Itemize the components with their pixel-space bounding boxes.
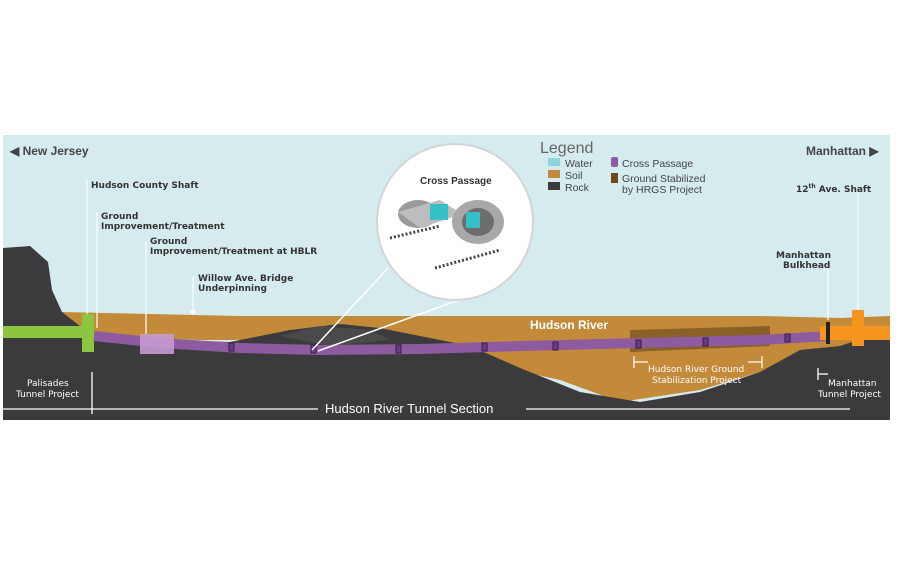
cross-passage-marker xyxy=(481,342,488,352)
willow-label-2: Underpinning xyxy=(198,284,267,294)
ground-improvement-label-2: Improvement/Treatment xyxy=(101,222,225,232)
manhattan-tp-label-2: Tunnel Project xyxy=(817,390,881,400)
hblr-treatment-zone xyxy=(140,334,174,354)
hudson-tunnel-section-label: Hudson River Tunnel Section xyxy=(325,401,493,416)
ave-12-shaft xyxy=(852,310,864,346)
cross-passage-marker xyxy=(395,344,402,354)
hrgs-label-1: Hudson River Ground xyxy=(648,365,744,375)
legend-soil: Soil xyxy=(565,170,583,182)
hudson-county-shaft-label: Hudson County Shaft xyxy=(91,181,199,191)
hblr-label-1: Ground xyxy=(150,237,187,247)
rock-outcrop xyxy=(280,326,390,346)
legend: Legend Water Soil Rock Cross Passage Gro… xyxy=(540,140,706,196)
ave-12-shaft-label: 12th Ave. Shaft xyxy=(796,183,872,195)
new-jersey-label: ◀ New Jersey xyxy=(9,144,89,158)
legend-swatch-rock xyxy=(548,182,560,190)
legend-stabilized-2: by HRGS Project xyxy=(622,184,702,196)
hudson-river-label: Hudson River xyxy=(530,318,608,332)
inset-pointer-line xyxy=(317,295,471,352)
legend-stabilized-1: Ground Stabilized xyxy=(622,173,706,185)
cross-passage-marker xyxy=(635,339,642,349)
willow-label-1: Willow Ave. Bridge xyxy=(198,274,293,284)
legend-swatch-soil xyxy=(548,170,560,178)
legend-water: Water xyxy=(565,158,593,170)
section-markers xyxy=(3,368,850,414)
palisades-label-2: Tunnel Project xyxy=(15,390,79,400)
hrgs-label-2: Stabilization Project xyxy=(652,376,742,386)
manhattan-bulkhead xyxy=(826,322,830,344)
bulkhead-label-1: Manhattan xyxy=(776,251,831,261)
cross-passage-marker xyxy=(784,333,791,343)
legend-title: Legend xyxy=(540,140,593,157)
manhattan-label: Manhattan ▶ xyxy=(806,144,879,158)
legend-swatch-stabilized xyxy=(611,173,618,183)
legend-cross-passage: Cross Passage xyxy=(622,158,693,170)
cross-passage-marker xyxy=(228,342,235,352)
palisades-label-1: Palisades xyxy=(27,379,69,389)
legend-rock: Rock xyxy=(565,182,590,194)
legend-swatch-water xyxy=(548,158,560,166)
nj-tunnel-segment xyxy=(3,326,93,338)
cross-passage-marker xyxy=(552,341,559,351)
callout-lines xyxy=(86,180,859,334)
hudson-river-tunnel xyxy=(93,331,831,356)
hudson-county-shaft xyxy=(82,314,94,352)
cross-passage-marker xyxy=(702,337,709,347)
rock-layer xyxy=(3,246,890,420)
hblr-label-2: Improvement/Treatment at HBLR xyxy=(150,247,317,257)
willow-marker-dot xyxy=(190,309,196,315)
inset-title: Cross Passage xyxy=(420,176,492,187)
hrgs-bracket xyxy=(633,356,763,368)
bulkhead-label-2: Bulkhead xyxy=(783,261,830,271)
ground-improvement-label-1: Ground xyxy=(101,212,138,222)
legend-swatch-cross-passage xyxy=(611,157,618,167)
inset-pointer-line xyxy=(311,267,389,351)
manhattan-tp-label-1: Manhattan xyxy=(828,379,876,389)
cross-passage-inset: Cross Passage xyxy=(376,143,534,301)
